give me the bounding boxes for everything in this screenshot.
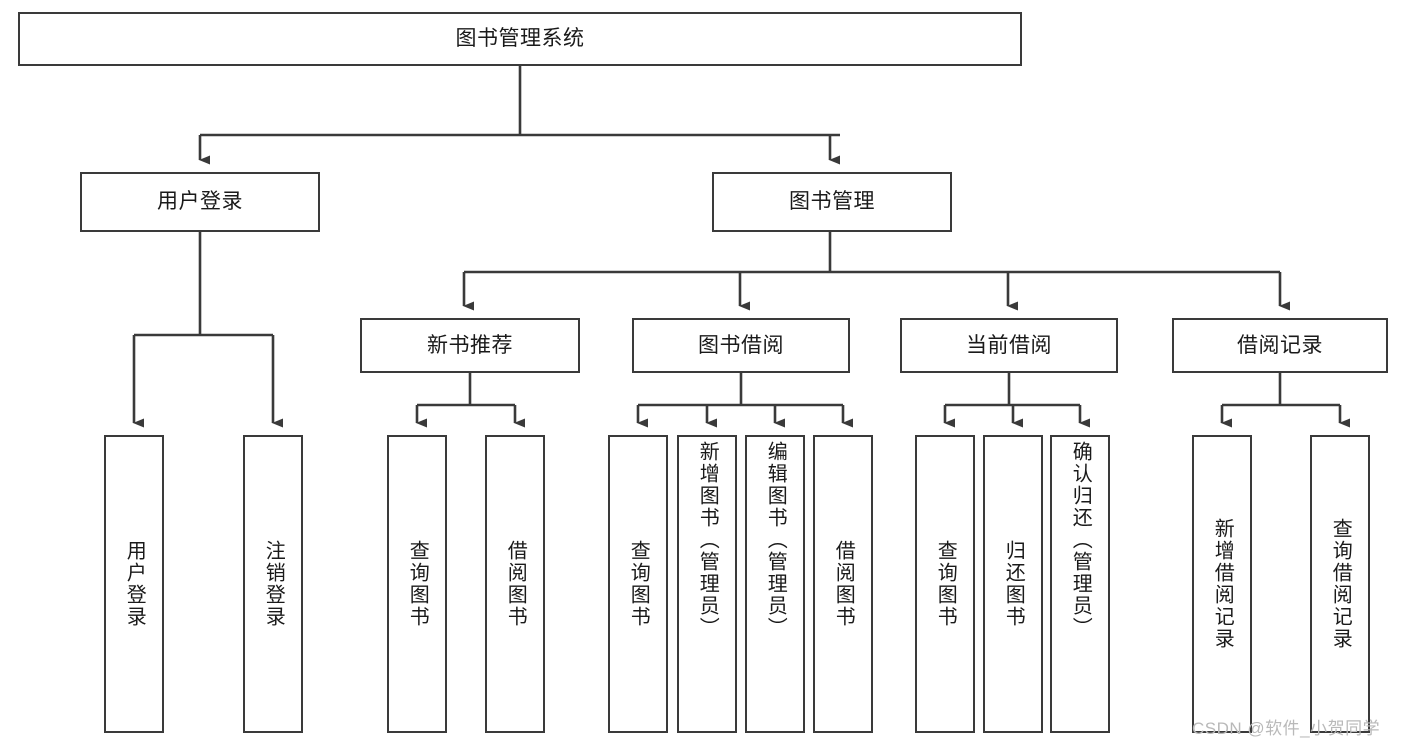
node-leaf-user-login-label: 用户登录 — [123, 540, 146, 628]
node-user-login[interactable]: 用户登录 — [80, 172, 320, 232]
node-book-borrow-label: 图书借阅 — [698, 333, 784, 357]
node-leaf-confirm-return[interactable]: 确认归还（管理员） — [1050, 435, 1110, 733]
node-leaf-edit-book[interactable]: 编辑图书（管理员） — [745, 435, 805, 733]
node-user-login-label: 用户登录 — [157, 190, 243, 214]
node-leaf-borrow-book-1-label: 借阅图书 — [504, 540, 527, 628]
node-leaf-query-record[interactable]: 查询借阅记录 — [1310, 435, 1370, 733]
node-leaf-borrow-book-2-label: 借阅图书 — [832, 540, 855, 628]
node-borrow-record[interactable]: 借阅记录 — [1172, 318, 1388, 373]
node-new-book-recommend[interactable]: 新书推荐 — [360, 318, 580, 373]
node-leaf-add-record[interactable]: 新增借阅记录 — [1192, 435, 1252, 733]
node-leaf-borrow-book-1[interactable]: 借阅图书 — [485, 435, 545, 733]
node-leaf-logout[interactable]: 注销登录 — [243, 435, 303, 733]
node-leaf-add-record-label: 新增借阅记录 — [1211, 518, 1234, 650]
node-leaf-query-record-label: 查询借阅记录 — [1329, 518, 1352, 650]
node-leaf-add-book[interactable]: 新增图书（管理员） — [677, 435, 737, 733]
node-leaf-query-book-3-label: 查询图书 — [934, 540, 957, 628]
node-leaf-user-login[interactable]: 用户登录 — [104, 435, 164, 733]
node-book-borrow[interactable]: 图书借阅 — [632, 318, 850, 373]
node-new-book-recommend-label: 新书推荐 — [427, 333, 513, 357]
node-borrow-record-label: 借阅记录 — [1237, 333, 1323, 357]
node-leaf-query-book-1[interactable]: 查询图书 — [387, 435, 447, 733]
node-current-borrow[interactable]: 当前借阅 — [900, 318, 1118, 373]
node-leaf-edit-book-label: 编辑图书（管理员） — [764, 441, 787, 639]
node-leaf-logout-label: 注销登录 — [262, 540, 285, 628]
node-leaf-borrow-book-2[interactable]: 借阅图书 — [813, 435, 873, 733]
node-leaf-query-book-2-label: 查询图书 — [627, 540, 650, 628]
node-root-label: 图书管理系统 — [455, 27, 585, 51]
node-leaf-query-book-3[interactable]: 查询图书 — [915, 435, 975, 733]
node-leaf-confirm-return-label: 确认归还（管理员） — [1069, 441, 1092, 639]
node-leaf-return-book-label: 归还图书 — [1002, 540, 1025, 628]
csdn-watermark: CSDN @软件_小贺同学 — [1192, 719, 1381, 738]
node-leaf-query-book-2[interactable]: 查询图书 — [608, 435, 668, 733]
node-leaf-return-book[interactable]: 归还图书 — [983, 435, 1043, 733]
node-book-manage-label: 图书管理 — [789, 190, 875, 214]
node-current-borrow-label: 当前借阅 — [966, 333, 1052, 357]
node-root[interactable]: 图书管理系统 — [18, 12, 1022, 66]
node-leaf-query-book-1-label: 查询图书 — [406, 540, 429, 628]
node-book-manage[interactable]: 图书管理 — [712, 172, 952, 232]
node-leaf-add-book-label: 新增图书（管理员） — [696, 441, 719, 639]
